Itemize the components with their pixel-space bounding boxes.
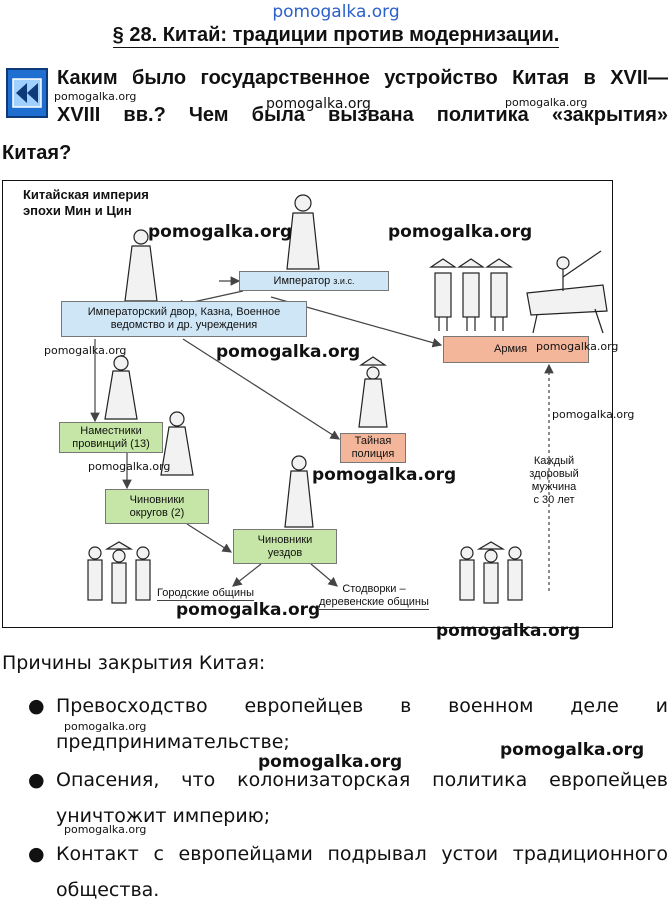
watermark: pomogalka.org bbox=[216, 342, 361, 362]
question-line-2: XVIII вв.? Чем была вызвана политика «за… bbox=[57, 104, 668, 126]
watermark: pomogalka.org bbox=[258, 752, 403, 772]
diagram-arrows bbox=[87, 194, 608, 604]
watermark: pomogalka.org bbox=[64, 823, 147, 836]
state-structure-diagram: Китайская империя эпохи Мин и Цин Импера… bbox=[2, 180, 613, 628]
conscription-note: Каждый здоровый мужчина с 30 лет bbox=[529, 455, 579, 506]
double-chevron-left-icon bbox=[12, 78, 42, 108]
list-item: ● Превосходство европейцев в военном дел… bbox=[28, 688, 668, 760]
watermark: pomogalka.org bbox=[536, 340, 619, 353]
urban-communities-label: Городские общины bbox=[157, 587, 254, 601]
bullet-icon: ● bbox=[28, 769, 45, 791]
villagers-figure bbox=[459, 541, 523, 604]
watermark: pomogalka.org bbox=[148, 222, 293, 242]
watermark: pomogalka.org bbox=[388, 222, 533, 242]
emperor-box: Император з.и.с. bbox=[239, 271, 389, 291]
watermark: pomogalka.org bbox=[552, 408, 635, 421]
watermark: pomogalka.org bbox=[88, 460, 171, 473]
emperor-figure bbox=[286, 194, 320, 270]
watermark-top: pomogalka.org bbox=[272, 2, 400, 22]
soldiers-figure bbox=[429, 250, 608, 334]
bullet-icon: ● bbox=[28, 843, 45, 865]
watermark: pomogalka.org bbox=[436, 621, 581, 641]
county-figure bbox=[284, 455, 314, 528]
back-button[interactable] bbox=[6, 68, 48, 118]
list-item: ● Опасения, что колонизаторская политика… bbox=[28, 762, 668, 834]
page-title: § 28. Китай: традиции против модернизаци… bbox=[112, 24, 560, 48]
rural-communities-label: Стодворки – деревенские общины bbox=[319, 583, 429, 610]
army-box: Армия bbox=[443, 336, 589, 363]
watermark: pomogalka.org bbox=[266, 96, 371, 112]
police-figure bbox=[358, 356, 388, 428]
governor-figure bbox=[104, 355, 138, 420]
bullet-icon: ● bbox=[28, 695, 45, 717]
townspeople-figure bbox=[87, 541, 151, 604]
question-line-1: Каким было государственное устройство Ки… bbox=[57, 67, 668, 89]
watermark: pomogalka.org bbox=[312, 465, 457, 485]
watermark: pomogalka.org bbox=[176, 600, 321, 620]
diagram-caption: Китайская империя эпохи Мин и Цин bbox=[23, 187, 149, 218]
district-figure bbox=[160, 411, 194, 476]
question-line-3: Китая? bbox=[2, 142, 72, 164]
watermark: pomogalka.org bbox=[44, 344, 127, 357]
court-figure bbox=[124, 229, 158, 302]
watermark: pomogalka.org bbox=[54, 90, 137, 103]
watermark: pomogalka.org bbox=[500, 740, 645, 760]
watermark: pomogalka.org bbox=[64, 720, 147, 733]
list-item: ● Контакт с европейцами подрывал устои т… bbox=[28, 836, 668, 908]
watermark: pomogalka.org bbox=[505, 96, 588, 109]
reasons-heading: Причины закрытия Китая: bbox=[2, 652, 266, 674]
